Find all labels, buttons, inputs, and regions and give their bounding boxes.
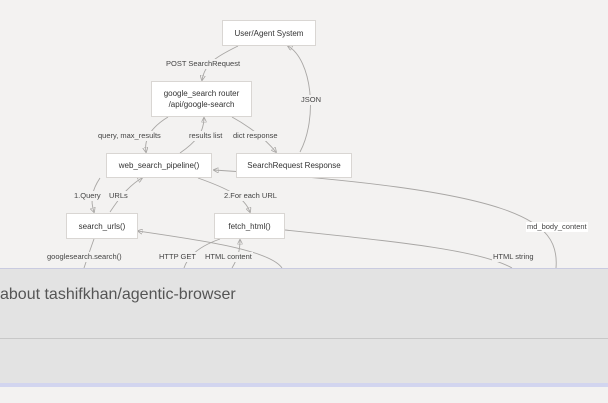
- node-web-search-pipeline: web_search_pipeline(): [106, 153, 212, 178]
- edge-label-http-get: HTTP GET: [158, 252, 197, 262]
- edge-label-googlesearch-search: googlesearch.search(): [46, 252, 123, 262]
- edge-response-to-user: [288, 46, 311, 153]
- node-label: fetch_html(): [228, 221, 271, 231]
- edge-label-urls: URLs: [108, 191, 129, 201]
- overlay-title: about tashifkhan/agentic-browser: [0, 286, 236, 303]
- node-label-line1: google_search router: [163, 89, 240, 98]
- edge-label-post-searchrequest: POST SearchRequest: [165, 59, 242, 69]
- node-label-line2: /api/google-search: [168, 100, 235, 109]
- edge-label-query: 1.Query: [73, 191, 102, 201]
- edge-label-dict-response: dict response: [232, 131, 279, 141]
- node-user-agent-system: User/Agent System: [222, 20, 316, 46]
- edge-googlesearch-to-searchurls: [138, 231, 283, 269]
- node-label: User/Agent System: [234, 28, 304, 38]
- edge-fetchhtml-to-htmlstring: [284, 229, 513, 269]
- edge-label-md-body-content: md_body_content: [526, 222, 588, 232]
- overlay-divider: [0, 338, 608, 339]
- edge-label-html-string: HTML string: [492, 252, 535, 262]
- node-google-search-router: google_search router /api/google-search: [151, 81, 252, 117]
- node-search-urls: search_urls(): [66, 213, 138, 239]
- edge-md-to-pipeline: [214, 170, 557, 269]
- node-searchrequest-response: SearchRequest Response: [236, 153, 352, 178]
- edge-label-for-each-url: 2.For each URL: [223, 191, 278, 201]
- overlay-bottom-border: [0, 383, 608, 387]
- node-label: web_search_pipeline(): [118, 161, 200, 170]
- node-label: google_search router /api/google-search: [164, 88, 240, 110]
- node-label: SearchRequest Response: [247, 161, 341, 170]
- about-overlay-panel: about tashifkhan/agentic-browser: [0, 268, 608, 387]
- node-label: search_urls(): [78, 221, 126, 231]
- edge-fetchhtml-down: [183, 238, 221, 269]
- edge-label-html-content: HTML content: [204, 252, 253, 262]
- node-fetch-html: fetch_html(): [214, 213, 285, 239]
- edge-label-json: JSON: [300, 95, 323, 105]
- edge-label-results-list: results list: [188, 131, 224, 141]
- page-bottom-strip: [0, 387, 608, 403]
- edge-label-query-max-results: query, max_results: [97, 131, 162, 141]
